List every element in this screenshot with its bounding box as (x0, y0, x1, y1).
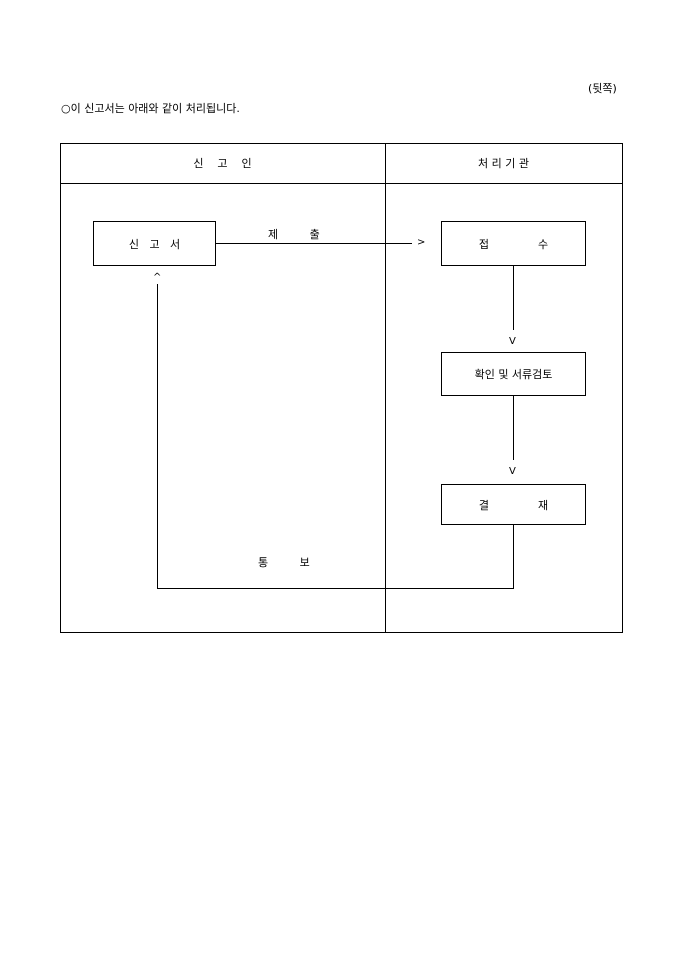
intro-text: ○이 신고서는 아래와 같이 처리됩니다. (61, 102, 240, 115)
arrow-down-icon: V (509, 336, 516, 347)
arrow-down-icon: V (509, 466, 516, 477)
form-box (93, 221, 216, 266)
approval-box (441, 484, 586, 525)
table-border (60, 143, 623, 633)
notify-label: 통 보 (258, 556, 310, 569)
page-side-label: (뒷쪽) (588, 82, 617, 95)
column-header-agency: 처 리 기 관 (478, 157, 529, 170)
submit-label: 제 출 (268, 228, 320, 241)
arrow-up-icon: ^ (153, 272, 162, 283)
arrow-right-icon: > (417, 237, 426, 248)
review-box-label: 확인 및 서류검토 (474, 368, 553, 381)
receipt-box-label: 접 수 (478, 237, 549, 251)
review-box (441, 352, 586, 396)
form-box-label: 신 고 서 (128, 237, 181, 251)
receipt-box (441, 221, 586, 266)
column-header-applicant: 신 고 인 (193, 157, 252, 170)
approval-box-label: 결 재 (478, 498, 549, 512)
